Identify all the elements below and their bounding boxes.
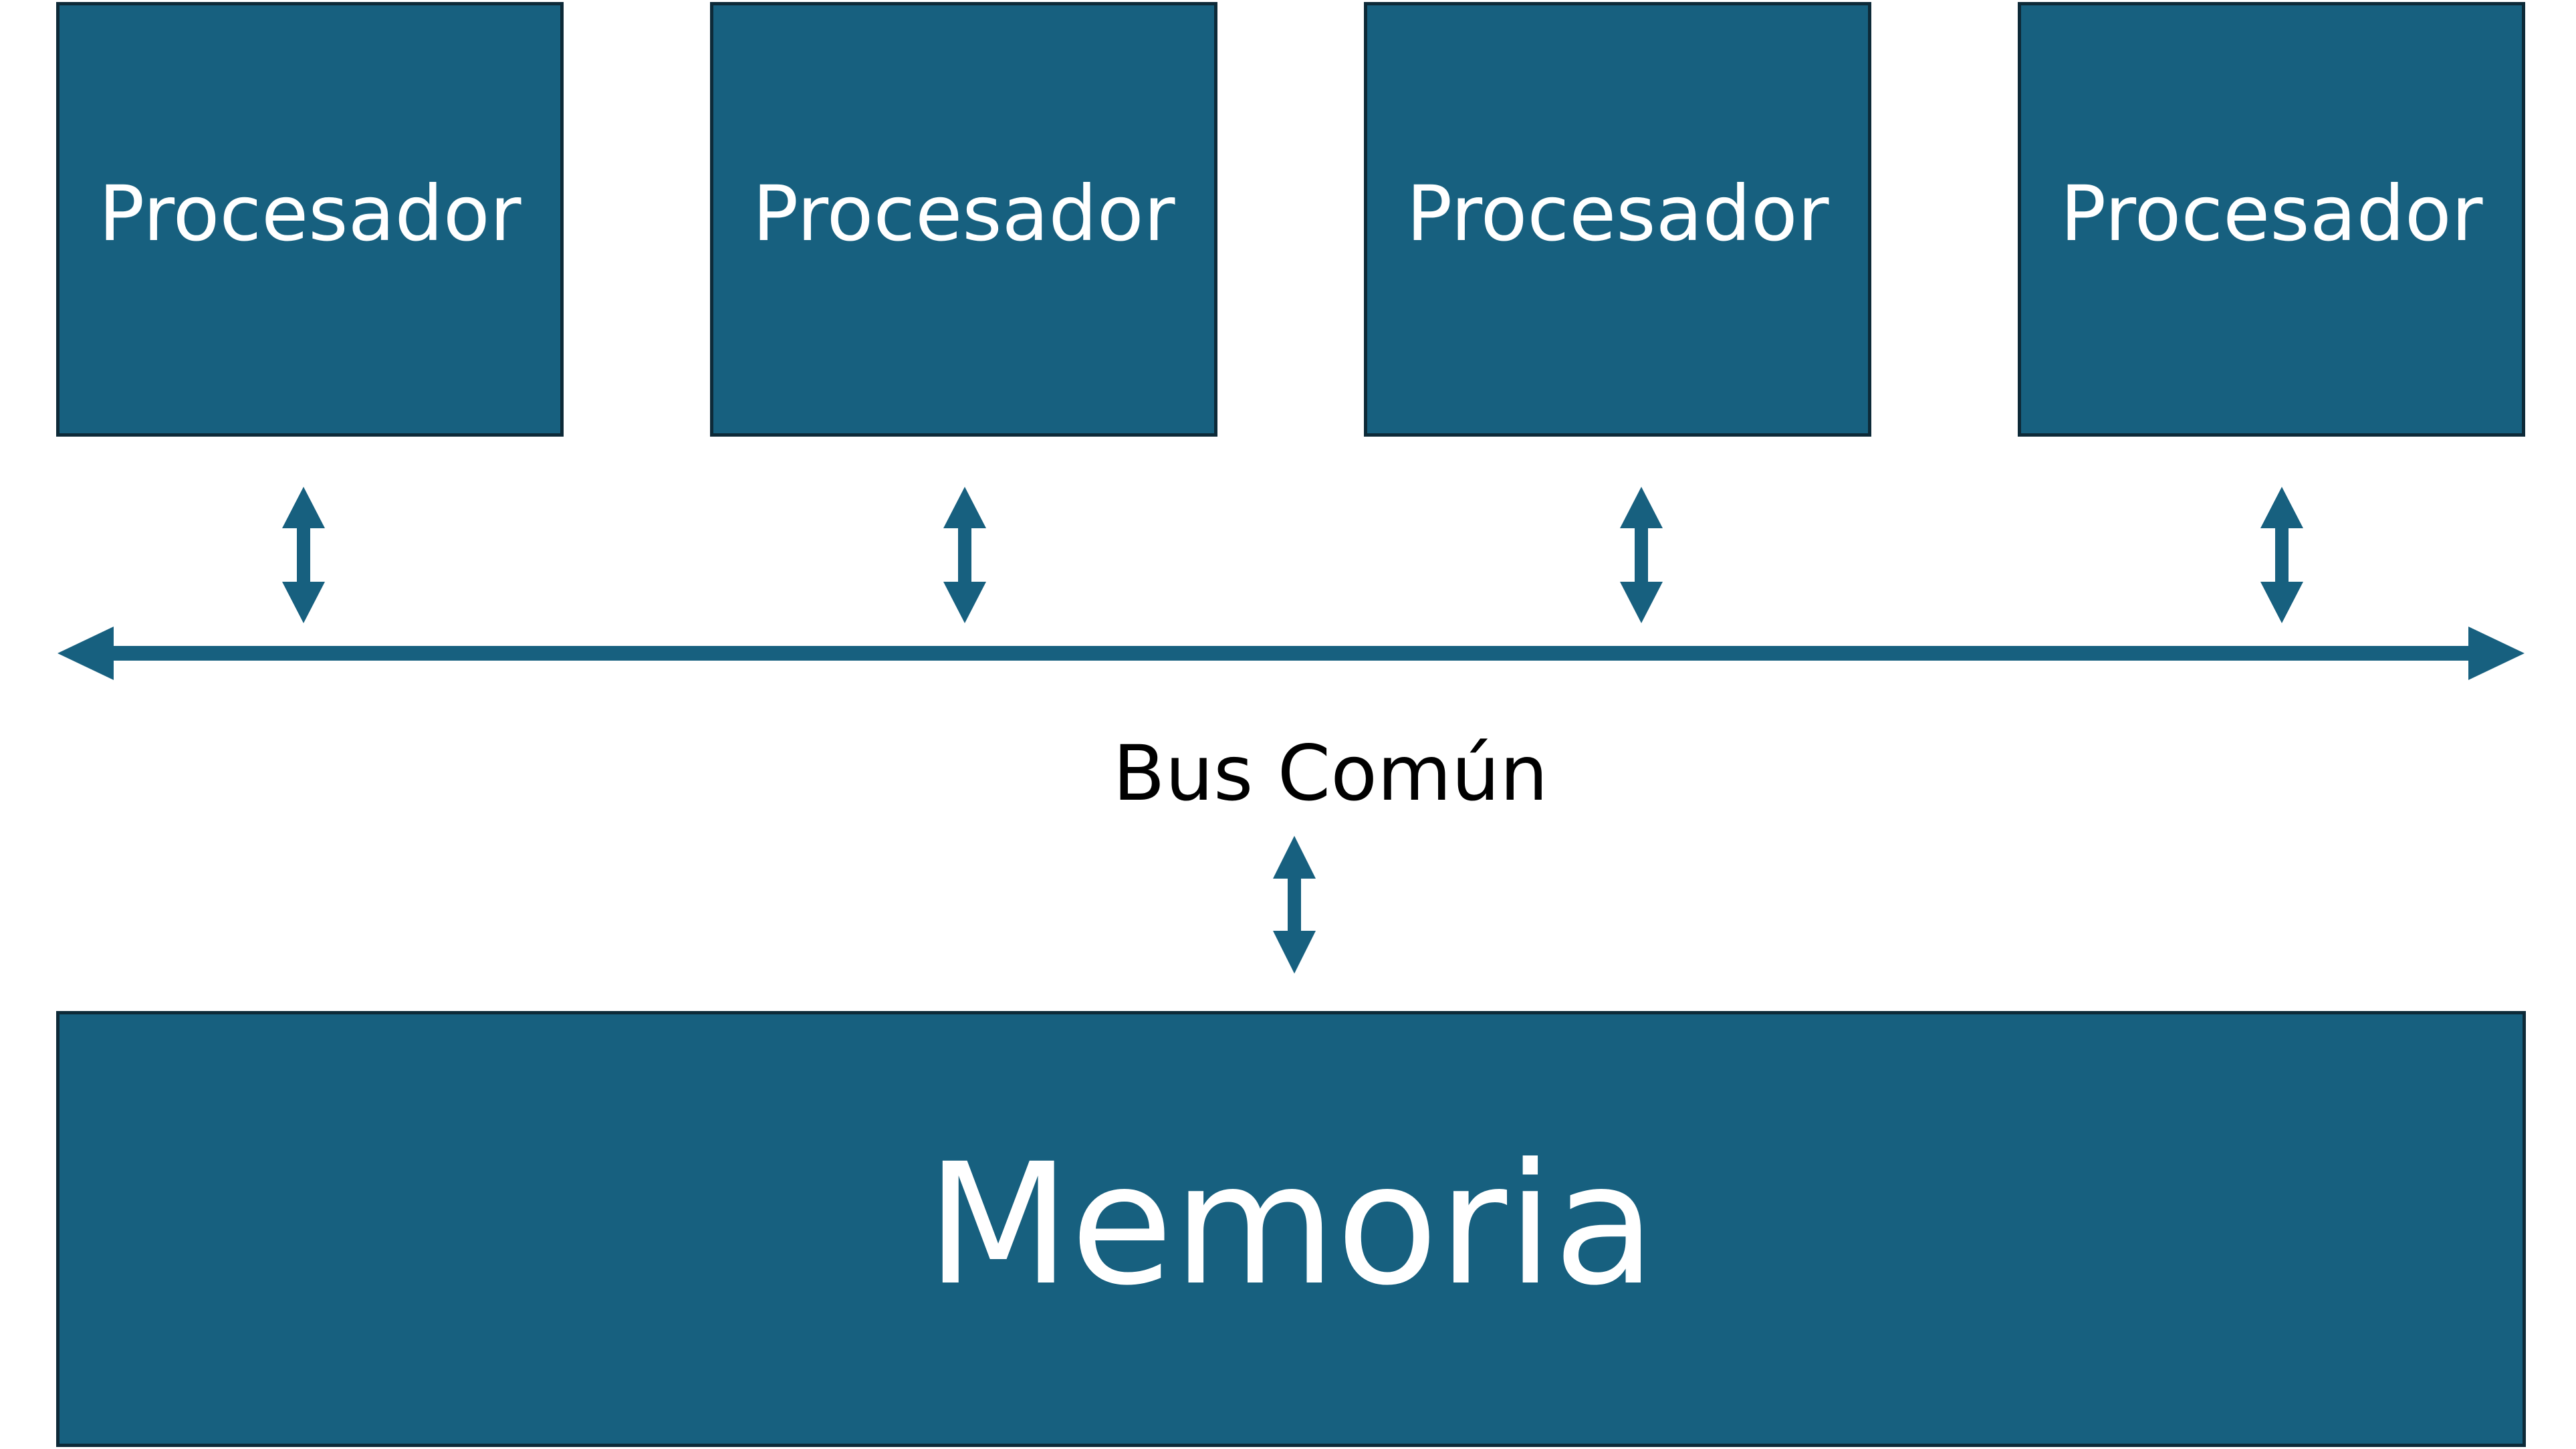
processor-bus-arrow-2 (943, 487, 986, 623)
processor-box-1: Procesador (56, 2, 564, 437)
processor-label-2: Procesador (752, 169, 1175, 258)
memory-box: Memoria (56, 1011, 2526, 1447)
processor-bus-arrow-3 (1620, 487, 1663, 623)
processor-bus-arrow-1 (282, 487, 325, 623)
memory-label: Memoria (926, 1127, 1656, 1322)
processor-box-2: Procesador (710, 2, 1217, 437)
processor-label-1: Procesador (98, 169, 521, 258)
processor-label-4: Procesador (2060, 169, 2483, 258)
bus-label: Bus Común (1113, 729, 1548, 818)
bus-memory-arrow (1273, 836, 1316, 974)
processor-bus-arrow-4 (2260, 487, 2303, 623)
processor-box-4: Procesador (2018, 2, 2525, 437)
bus-arrow (57, 627, 2525, 680)
processor-box-3: Procesador (1364, 2, 1871, 437)
processor-label-3: Procesador (1406, 169, 1829, 258)
